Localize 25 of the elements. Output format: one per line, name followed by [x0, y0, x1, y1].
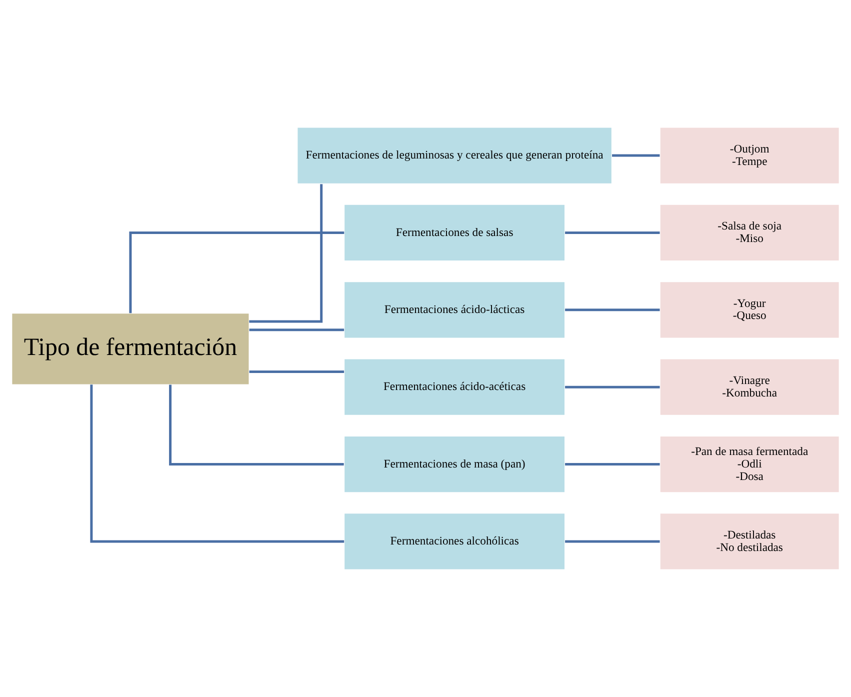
connector: [169, 384, 344, 466]
connector: [249, 370, 344, 373]
node-box: -Vinagre -Kombucha: [660, 358, 840, 416]
node-box: Fermentaciones de masa (pan): [344, 436, 566, 493]
node-box: -Salsa de soja -Miso: [660, 204, 840, 262]
node-box: Tipo de fermentación: [11, 312, 250, 386]
node-box: Fermentaciones alcohólicas: [344, 512, 566, 570]
connector: [249, 184, 323, 323]
connector: [612, 154, 660, 157]
node-box: Fermentaciones ácido-acéticas: [344, 358, 566, 416]
node-box: Fermentaciones de leguminosas y cereales que generan proteína: [296, 126, 612, 184]
connector: [565, 231, 660, 234]
node-box: Fermentaciones de salsas: [344, 204, 566, 262]
node-box: -Destiladas -No destiladas: [660, 512, 840, 570]
connector: [565, 308, 660, 312]
node-box: -Outjom -Tempe: [660, 126, 840, 184]
connector: [565, 386, 660, 388]
connector: [129, 231, 344, 314]
connector: [249, 328, 344, 332]
connector: [565, 463, 660, 466]
node-box: Fermentaciones ácido-lácticas: [344, 281, 566, 339]
connector: [565, 540, 660, 543]
node-box: -Yogur -Queso: [660, 281, 840, 339]
node-box: -Pan de masa fermentada -Odli -Dosa: [660, 436, 840, 493]
connector: [90, 384, 344, 543]
